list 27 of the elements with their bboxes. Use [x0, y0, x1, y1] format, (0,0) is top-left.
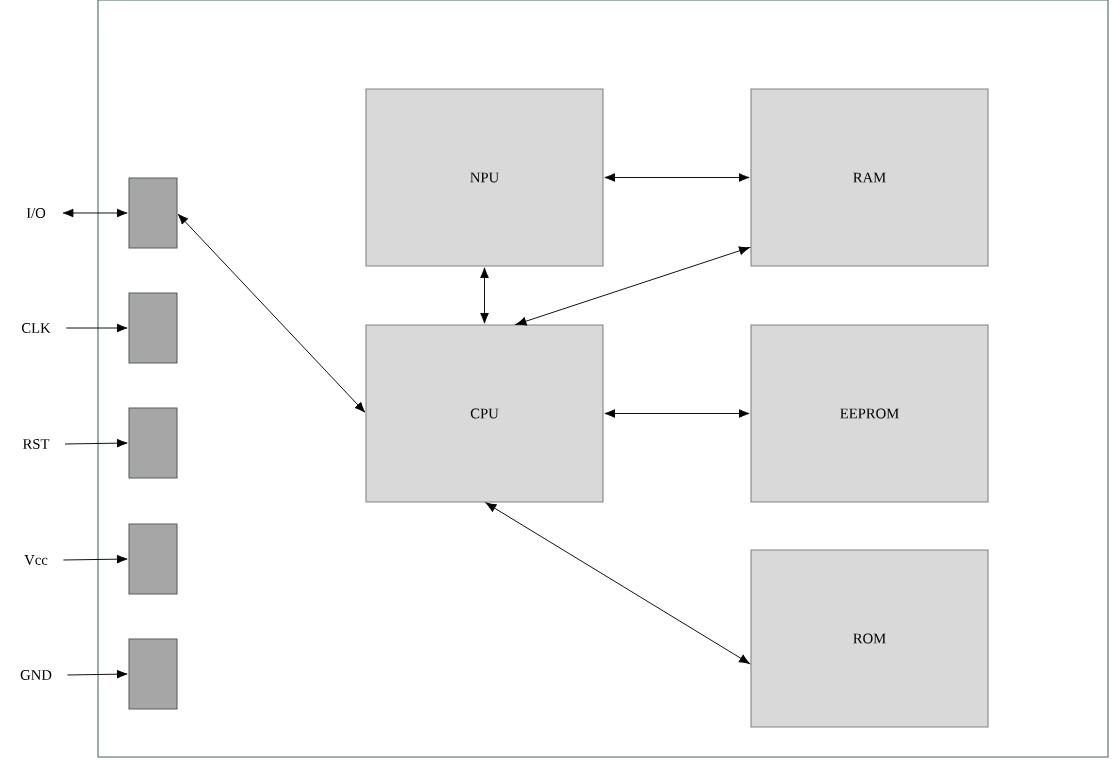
arrow — [515, 246, 750, 326]
arrow — [62, 208, 128, 218]
arrow — [480, 267, 489, 324]
block-box: NPU — [365, 88, 604, 267]
arrow — [604, 173, 750, 182]
pin-pad — [128, 523, 178, 595]
arrow — [64, 438, 128, 448]
arrow — [485, 502, 750, 664]
block-box: RAM — [750, 88, 989, 267]
chip-outline — [97, 0, 1109, 758]
pin-label: CLK — [21, 323, 51, 333]
pin-pad — [128, 292, 178, 364]
arrow — [604, 409, 750, 418]
pin-label: RST — [23, 439, 50, 449]
block-box: CPU — [365, 324, 604, 503]
pin-label: GND — [20, 670, 52, 680]
pin-label: Vcc — [24, 555, 48, 565]
arrow — [62, 554, 128, 564]
pin-pad — [128, 177, 178, 249]
arrow — [65, 323, 128, 333]
pin-pad — [128, 638, 178, 710]
pin-pad — [128, 407, 178, 479]
arrow — [67, 669, 128, 679]
arrow — [177, 213, 366, 413]
block-box: EEPROM — [750, 324, 989, 503]
block-box: ROM — [750, 549, 989, 728]
pin-label: I/O — [26, 208, 46, 218]
